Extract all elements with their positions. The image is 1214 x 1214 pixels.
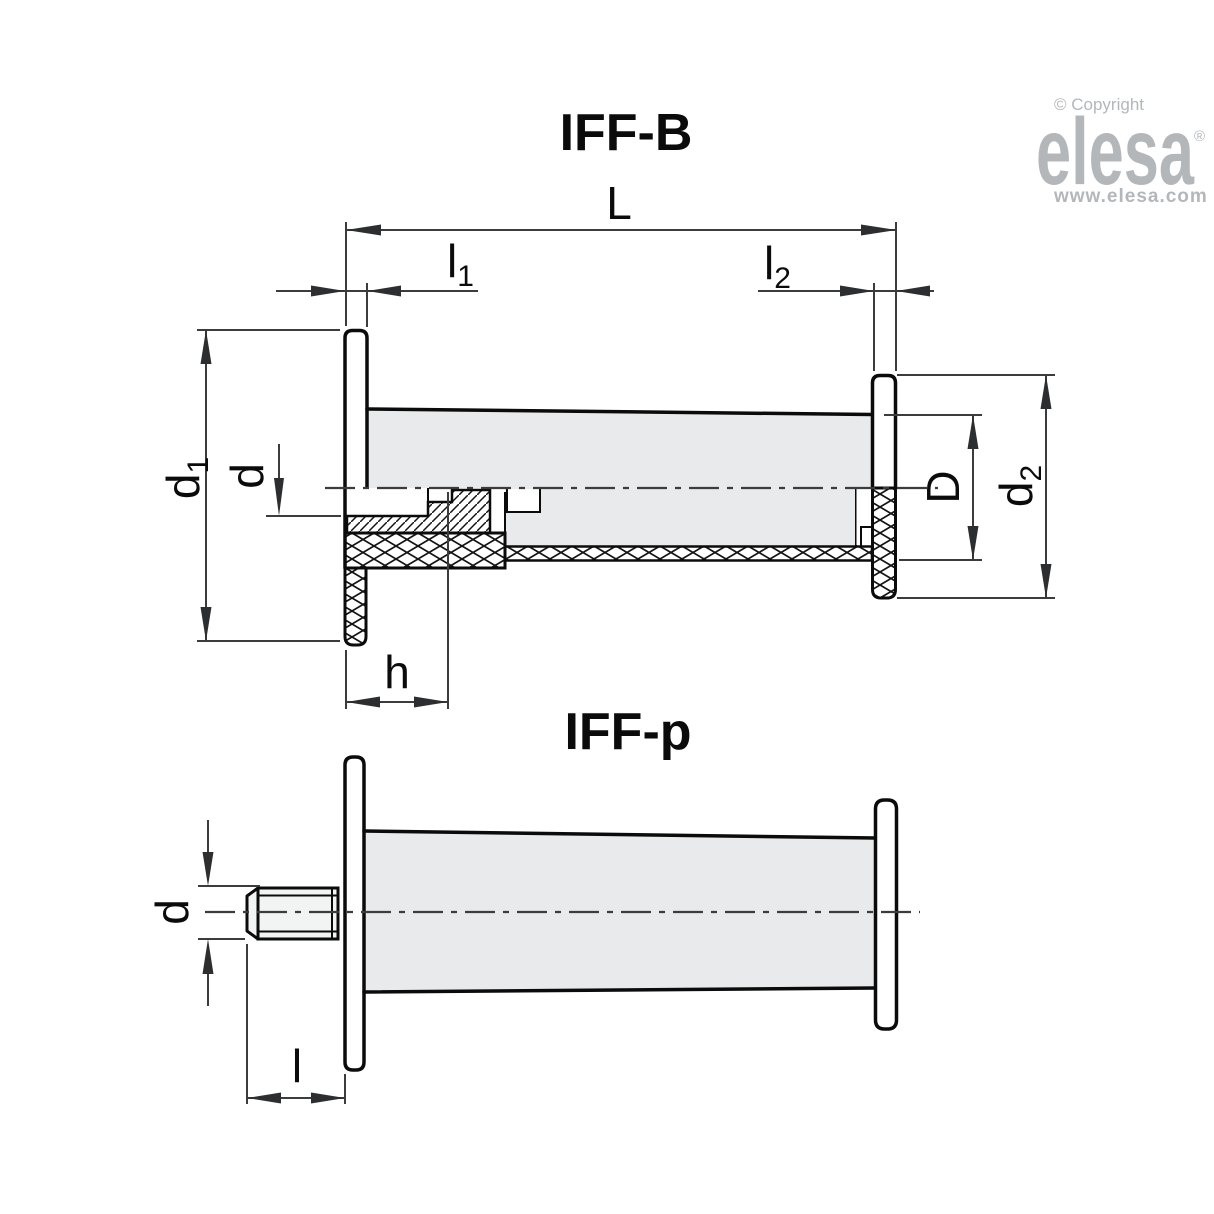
dim-label-l1: l1 xyxy=(447,235,474,293)
insert-notch xyxy=(506,489,541,513)
grip-section-thick xyxy=(343,531,507,570)
arrowhead xyxy=(274,478,284,516)
arrowhead xyxy=(200,330,212,364)
dim-d-stud: d xyxy=(146,820,260,1006)
title-iffb: IFF-B xyxy=(560,104,693,162)
registered-trademark-icon: ® xyxy=(1194,128,1205,145)
handle-tube-upper xyxy=(367,409,872,488)
dim-l1: l1 xyxy=(276,235,478,327)
arrowhead xyxy=(346,696,380,708)
arrowhead xyxy=(247,1092,281,1104)
right-flange xyxy=(870,373,898,490)
arrowhead xyxy=(1040,375,1052,409)
arrowhead xyxy=(861,224,896,236)
dim-L: L xyxy=(345,177,897,371)
logo-copyright-text: © Copyright xyxy=(1054,95,1144,114)
dim-l-stud: l xyxy=(246,944,346,1104)
arrowhead xyxy=(202,939,214,974)
arrowhead xyxy=(346,224,381,236)
arrowhead xyxy=(896,285,930,297)
dim-label-d-bore: d xyxy=(221,463,273,489)
arrowhead xyxy=(967,415,979,449)
dim-label-l2: l2 xyxy=(764,237,791,295)
dim-label-d2: d2 xyxy=(990,465,1048,507)
iffp-view xyxy=(205,755,920,1072)
arrowhead xyxy=(414,696,448,708)
arrowhead xyxy=(840,285,874,297)
handle-tube xyxy=(364,831,875,992)
handle-cavity xyxy=(505,488,856,547)
title-iffp: IFF-p xyxy=(564,703,691,761)
left-flange xyxy=(343,755,366,1072)
left-flange xyxy=(343,328,369,490)
dim-label-L: L xyxy=(606,177,632,229)
grip-section-wall xyxy=(503,545,874,562)
right-flange xyxy=(873,798,899,1031)
thread-stud xyxy=(245,886,340,941)
handle-tube-top-edge xyxy=(365,407,874,417)
arrowhead xyxy=(311,285,345,297)
dim-label-D: D xyxy=(917,470,969,503)
right-counterbore-step xyxy=(860,526,872,547)
logo-website-text: www.elesa.com xyxy=(1053,186,1208,207)
left-flange-section xyxy=(343,566,368,647)
elesa-brand-wordmark: elesa xyxy=(1036,99,1195,205)
dim-label-h: h xyxy=(384,646,410,698)
arrowhead xyxy=(967,526,979,560)
right-flange-section xyxy=(871,486,897,600)
dim-D: D xyxy=(884,414,982,561)
dim-label-l-stud: l xyxy=(292,1040,302,1092)
dim-h: h xyxy=(345,492,449,709)
dim-d-bore: d xyxy=(221,444,341,517)
handle-tube-bottom-edge xyxy=(362,986,877,994)
dim-l2: l2 xyxy=(758,237,934,371)
elesa-logo: © Copyright elesa ® www.elesa.com xyxy=(1036,95,1208,207)
dim-d1: d1 xyxy=(157,329,340,642)
iffb-view xyxy=(325,328,938,647)
dim-label-d-stud: d xyxy=(146,899,198,925)
dim-d2: d2 xyxy=(897,374,1055,599)
bore-hole xyxy=(346,488,428,516)
handle-tube-top-edge xyxy=(362,829,877,840)
arrowhead xyxy=(311,1092,345,1104)
arrowhead xyxy=(200,607,212,641)
stud-chamfer xyxy=(245,886,260,941)
arrowhead xyxy=(202,852,214,886)
dim-label-d1: d1 xyxy=(157,457,215,499)
arrowhead xyxy=(1040,564,1052,598)
arrowhead xyxy=(367,285,401,297)
right-counterbore xyxy=(856,488,872,545)
